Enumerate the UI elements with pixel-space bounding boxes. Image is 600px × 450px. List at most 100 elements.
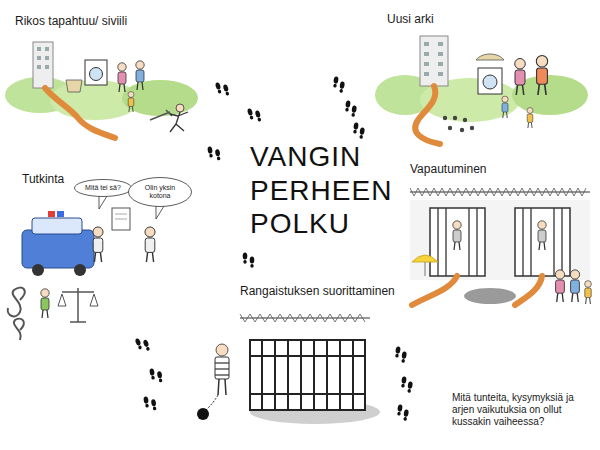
new-everyday-scene — [424, 42, 443, 76]
release-scene — [538, 221, 546, 250]
crime-scene — [37, 65, 41, 69]
prison-scene — [218, 379, 219, 395]
investigation-scene — [22, 230, 94, 268]
new-everyday-scene — [420, 36, 448, 86]
prison-scene — [274, 340, 276, 410]
new-everyday-scene — [438, 42, 443, 46]
new-everyday-scene — [443, 116, 474, 132]
prison-scene — [250, 340, 365, 410]
prison-scene — [313, 340, 315, 410]
crime-scene — [170, 112, 188, 132]
investigation-scene — [93, 227, 103, 262]
prison-scene — [215, 362, 229, 363]
release-scene — [412, 276, 457, 305]
investigation-scene — [77, 288, 79, 322]
release-scene — [430, 208, 485, 276]
release-scene — [410, 188, 586, 196]
release-scene — [522, 208, 523, 276]
release-scene — [438, 208, 562, 276]
bubble-outline — [75, 180, 132, 197]
crime-scene — [37, 47, 49, 69]
crime-scene — [45, 65, 49, 69]
crime-scene — [45, 56, 49, 60]
crime-scene — [85, 60, 107, 85]
stage-label: Vapautuminen — [410, 162, 487, 176]
new-everyday-scene — [375, 36, 588, 144]
investigation-scene — [57, 211, 64, 217]
investigation-scene — [41, 289, 49, 318]
release-scene — [530, 208, 531, 276]
footsteps — [400, 376, 414, 393]
new-everyday-scene — [527, 108, 533, 128]
footsteps — [247, 106, 262, 124]
new-everyday-scene — [470, 126, 474, 130]
bubble-outline — [129, 178, 192, 207]
new-everyday-scene — [438, 62, 443, 66]
new-everyday-scene — [424, 52, 429, 56]
release-scene — [464, 288, 516, 304]
prison-scene — [250, 393, 365, 395]
investigation-scene — [8, 208, 155, 340]
new-everyday-scene — [438, 52, 443, 56]
prison-scene — [339, 340, 341, 410]
new-everyday-scene — [424, 72, 429, 76]
footsteps — [332, 76, 346, 93]
investigation-scene — [32, 218, 82, 234]
crime-scene — [128, 92, 134, 112]
footsteps — [143, 395, 157, 412]
release-scene — [515, 208, 570, 276]
footsteps — [243, 252, 255, 267]
release-scene — [570, 270, 579, 302]
crime-scene — [122, 80, 198, 116]
release-scene — [437, 208, 438, 276]
investigation-scene — [115, 219, 127, 220]
new-everyday-scene — [453, 116, 457, 120]
question-note: Mitä tunteita, kysymyksiä ja arjen vaiku… — [452, 392, 590, 428]
release-scene — [515, 276, 542, 305]
investigation-scene — [115, 214, 127, 215]
footsteps — [344, 100, 358, 117]
crime-scene — [66, 80, 82, 92]
stage-label: Tutkinta — [22, 172, 64, 186]
prison-scene — [250, 340, 365, 410]
release-scene — [425, 262, 426, 276]
new-everyday-scene — [515, 59, 526, 96]
release-scene — [410, 200, 590, 280]
prison-scene — [215, 357, 229, 379]
bubble-tail — [99, 196, 107, 209]
crime-scene — [136, 61, 144, 90]
release-scene — [412, 255, 438, 262]
footsteps — [215, 80, 230, 98]
footsteps — [396, 404, 410, 421]
new-everyday-scene — [476, 54, 504, 60]
stage-label: Rangaistuksen suorittaminen — [240, 284, 395, 298]
footsteps — [135, 76, 414, 421]
new-everyday-scene — [448, 126, 452, 130]
new-everyday-scene — [478, 68, 502, 94]
footsteps — [135, 335, 151, 353]
investigation-scene — [48, 211, 55, 217]
bubble-text: Mitä tei sä? — [85, 184, 121, 192]
new-everyday-scene — [536, 56, 547, 95]
release-scene — [445, 208, 446, 276]
crime-scene — [45, 88, 115, 138]
prison-scene — [197, 314, 380, 424]
release-scene — [585, 281, 592, 304]
footsteps — [207, 145, 221, 162]
crime-scene — [37, 47, 41, 51]
release-scene — [468, 208, 469, 276]
prison-scene — [216, 344, 228, 356]
prison-scene — [215, 374, 229, 375]
speech-bubble: Olin yksin kotona — [128, 177, 192, 207]
new-everyday-scene — [443, 116, 447, 120]
investigation-scene — [145, 227, 155, 262]
new-everyday-scene — [463, 118, 467, 122]
investigation-scene — [70, 321, 86, 323]
new-everyday-scene — [424, 62, 429, 66]
crime-scene — [5, 42, 198, 138]
release-scene — [476, 208, 477, 276]
bubble-tail — [156, 206, 164, 219]
release-scene — [555, 270, 564, 302]
crime-scene — [37, 56, 41, 60]
